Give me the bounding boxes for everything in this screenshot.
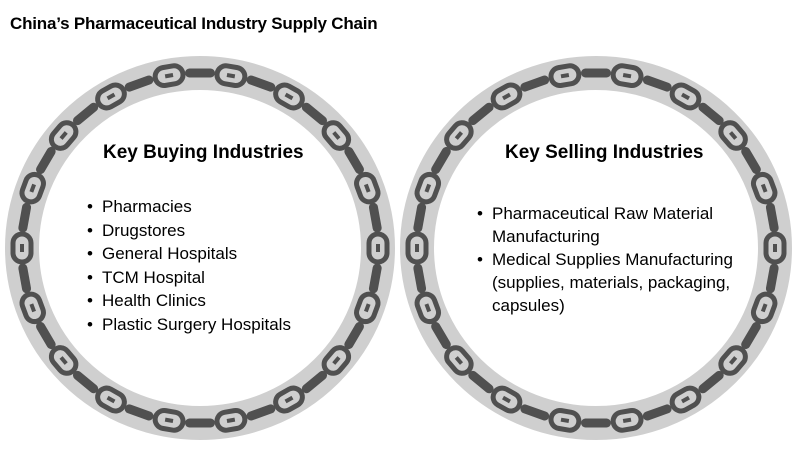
chain-link (698, 370, 724, 394)
chain-link (520, 75, 550, 92)
chain-link (444, 345, 474, 376)
selling-list: Pharmaceutical Raw Material Manufacturin… (477, 202, 747, 317)
chain-link (301, 102, 328, 126)
chain-link (765, 202, 779, 233)
chain-link (152, 63, 186, 89)
list-item: TCM Hospital (87, 266, 342, 290)
chain-link (246, 404, 276, 421)
chain-link (36, 321, 56, 350)
chain-link (19, 291, 46, 325)
list-item: Pharmaceutical Raw Material Manufacturin… (477, 202, 747, 248)
chain-link (301, 370, 328, 394)
chain-link (520, 404, 550, 421)
chain-link (405, 231, 429, 265)
list-item: Medical Supplies Manufacturing (supplies… (477, 248, 747, 317)
chain-ring-right (400, 56, 792, 440)
chain-link (741, 321, 761, 350)
chain-link (750, 171, 778, 205)
chain-link (642, 404, 672, 421)
chain-link (413, 202, 427, 233)
chain-link (95, 82, 127, 111)
chain-link (152, 407, 186, 433)
diagram-title: China’s Pharmaceutical Industry Supply C… (10, 14, 378, 33)
chain-link (610, 407, 644, 433)
chain-link (321, 345, 352, 376)
chain-link (19, 171, 46, 205)
chain-link (354, 291, 381, 325)
chain-ring-left (5, 56, 395, 440)
chain-link (468, 102, 494, 126)
chain-link (368, 263, 382, 294)
chain-link (344, 321, 364, 350)
chain-link (368, 202, 382, 233)
chain-link (72, 102, 99, 126)
chain-link (366, 231, 390, 265)
chain-link (431, 321, 451, 350)
buying-list: Pharmacies Drugstores General Hospitals … (87, 195, 342, 336)
chain-link (581, 68, 611, 78)
chain-link (18, 263, 32, 294)
chain-link (124, 75, 154, 92)
chain-link (124, 404, 154, 421)
chain-link (718, 345, 748, 376)
chain-link (414, 291, 442, 325)
list-item: Pharmacies (87, 195, 342, 219)
chain-link (765, 263, 779, 294)
chain-link (444, 120, 474, 151)
chain-link (48, 345, 79, 376)
chain-link (354, 171, 381, 205)
selling-industries-panel: Key Selling Industries Pharmaceutical Ra… (477, 142, 747, 317)
list-item: Plastic Surgery Hospitals (87, 313, 342, 337)
chain-link (214, 63, 248, 89)
chain-link (610, 63, 644, 89)
chain-link (490, 82, 523, 111)
chain-link (185, 68, 215, 78)
chain-link (548, 63, 582, 89)
list-item: General Hospitals (87, 242, 342, 266)
chain-link (273, 385, 305, 414)
chain-link (431, 146, 451, 175)
chain-link (48, 120, 79, 151)
buying-industries-panel: Key Buying Industries Pharmacies Drugsto… (87, 142, 342, 336)
chain-link (669, 82, 702, 111)
chain-link (750, 291, 778, 325)
chain-link (246, 75, 276, 92)
chain-link (10, 231, 34, 265)
chain-link (548, 407, 582, 433)
chain-link (468, 370, 494, 394)
chain-link (642, 75, 672, 92)
chain-link (490, 385, 523, 414)
selling-heading: Key Selling Industries (505, 142, 704, 163)
chain-link (669, 385, 702, 414)
chain-link (344, 146, 364, 175)
chain-link (581, 418, 611, 428)
chain-link (185, 418, 215, 428)
chain-link (698, 102, 724, 126)
chain-link (413, 263, 427, 294)
chain-link (36, 146, 56, 175)
chain-link (273, 82, 305, 111)
chain-link (763, 231, 787, 265)
chain-link (414, 171, 442, 205)
chain-link (18, 202, 32, 233)
chain-link (741, 146, 761, 175)
chain-link (321, 120, 352, 151)
list-item: Health Clinics (87, 289, 342, 313)
chain-link (214, 407, 248, 433)
chain-link (718, 120, 748, 151)
buying-heading: Key Buying Industries (103, 142, 304, 163)
chain-link (95, 385, 127, 414)
chain-link (72, 370, 99, 394)
list-item: Drugstores (87, 219, 342, 243)
